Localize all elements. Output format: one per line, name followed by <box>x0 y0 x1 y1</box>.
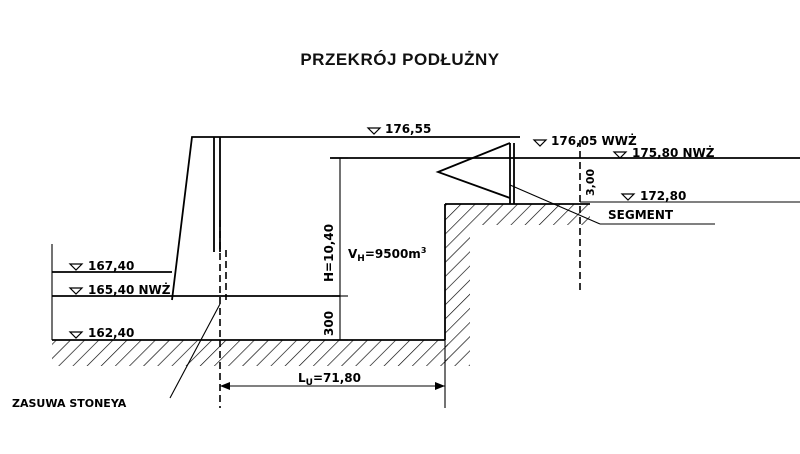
segment-label: SEGMENT <box>608 208 674 222</box>
level-downstream-normal: 165,40 NWŻ <box>88 282 171 297</box>
length-dimension <box>220 340 446 408</box>
drawing-title: PRZEKRÓJ PODŁUŻNY <box>300 50 499 69</box>
height-dimension-label: H=10,40 <box>322 224 336 282</box>
stoney-sluice-gate <box>169 137 227 408</box>
level-downstream-top: 167,40 <box>88 259 134 273</box>
gate-label: ZASUWA STONEYA <box>12 397 127 410</box>
level-bottom: 162,40 <box>88 326 134 340</box>
length-dimension-label: LU=71,80 <box>298 371 361 388</box>
offset-dimension-label: 3,00 <box>584 169 597 196</box>
level-crest-top: 176,55 <box>385 122 431 136</box>
ground-hatching <box>52 204 590 366</box>
level-markers <box>68 127 636 339</box>
level-upstream-max: 176,05 WWŻ <box>551 133 637 148</box>
height-dimension <box>332 157 348 341</box>
structure-outline <box>51 136 800 341</box>
base-dimension-label: 300 <box>322 311 336 336</box>
level-sill: 172,80 <box>640 189 686 203</box>
segment-gate <box>435 140 601 290</box>
level-upstream-normal: 175,80 NWŻ <box>632 145 715 160</box>
volume-label: VH=9500m3 <box>348 246 426 264</box>
